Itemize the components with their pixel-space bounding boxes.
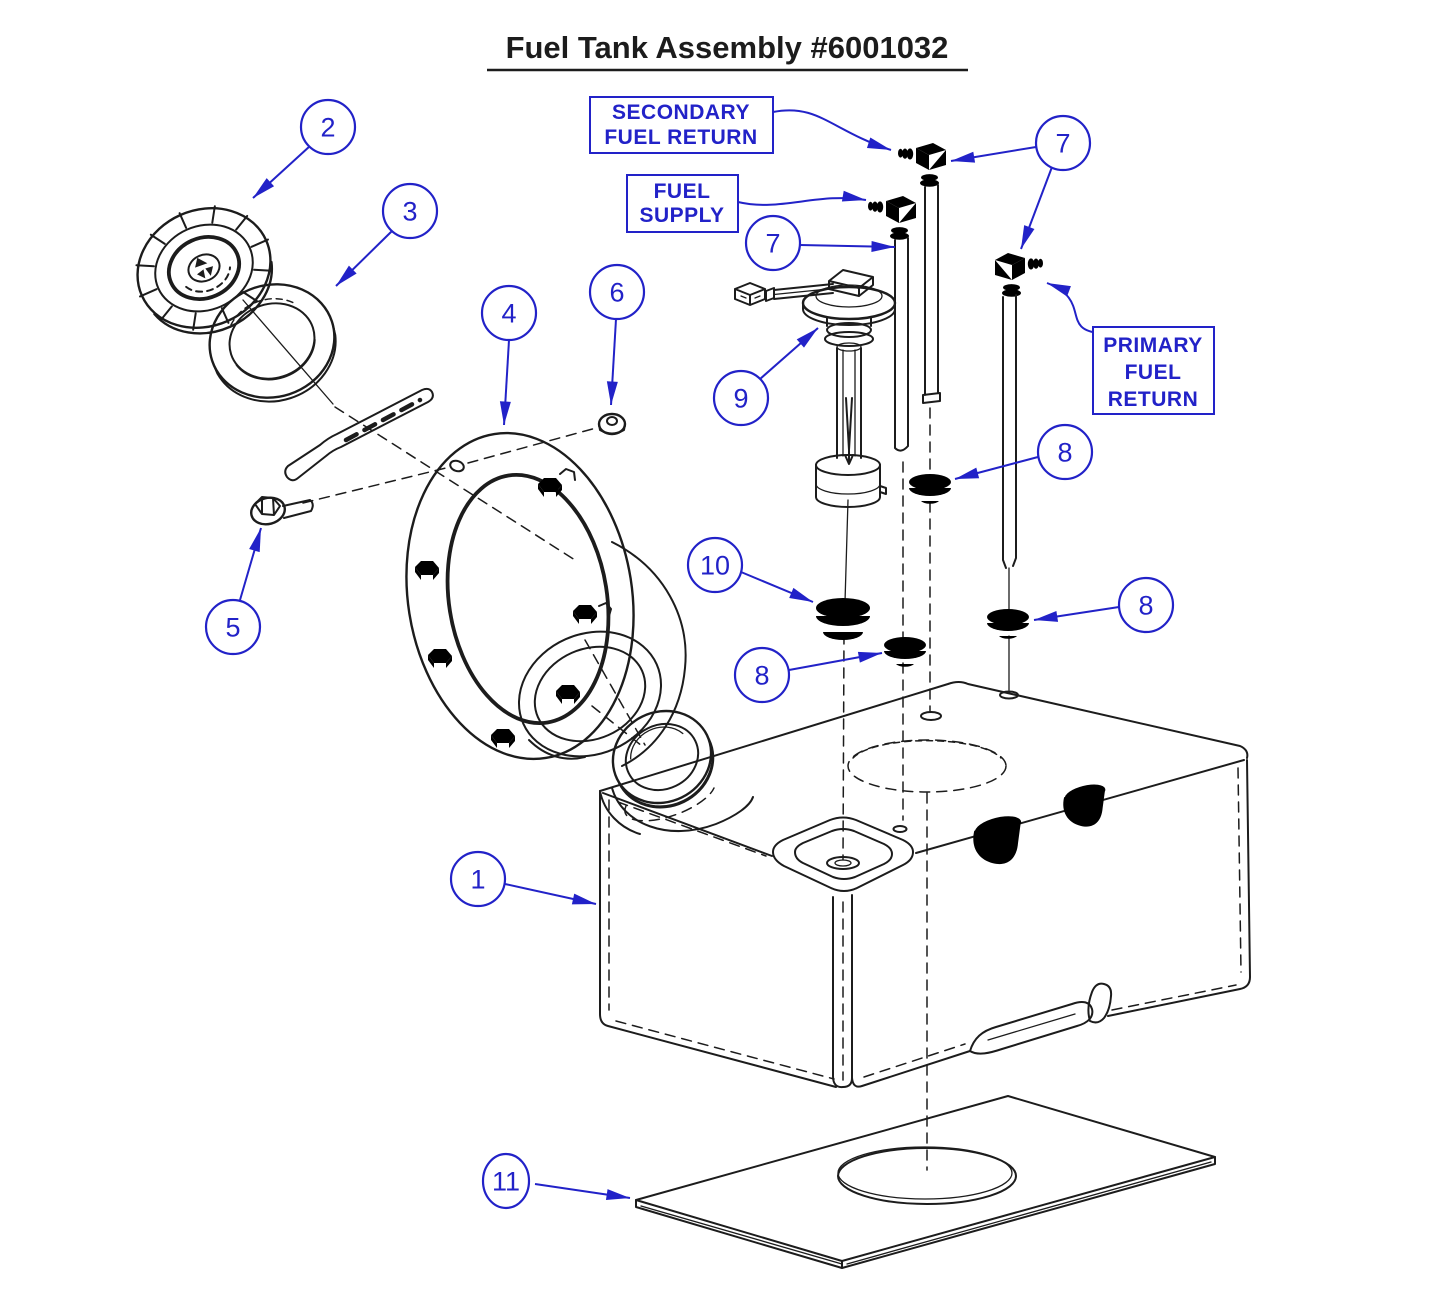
- callout-number-4: 4: [501, 299, 516, 329]
- callout-number-7-left: 7: [765, 229, 780, 259]
- callout-number-10: 10: [700, 551, 730, 581]
- callout-number-5: 5: [225, 613, 240, 643]
- fuel-sender-drawing: [734, 269, 897, 861]
- fuel-supply-line2: SUPPLY: [639, 204, 724, 227]
- cap-retainer-strap-drawing: [284, 387, 434, 482]
- callout-number-8-right: 8: [1138, 591, 1153, 621]
- callout-number-2: 2: [320, 113, 335, 143]
- leader-callout-11: [534, 1183, 631, 1201]
- leader-callout-6: [606, 318, 618, 406]
- callout-bubble-10: 10: [686, 536, 744, 594]
- leader-lines: [239, 109, 1120, 1201]
- callout-number-6: 6: [609, 278, 624, 308]
- leader-callout-7-right-b: [1020, 166, 1053, 250]
- callout-number-8-left: 8: [754, 661, 769, 691]
- leader-secondary-return-label: [772, 109, 892, 151]
- leader-callout-8-top: [954, 456, 1039, 480]
- leader-primary-return-label: [1046, 282, 1101, 334]
- callout-bubble-7-left: 7: [744, 214, 802, 272]
- leader-callout-10: [740, 571, 814, 603]
- callout-bubble-8-left: 8: [733, 646, 791, 704]
- leader-callout-8-left: [788, 651, 883, 671]
- callout-bubble-8-right: 8: [1117, 576, 1175, 634]
- grommet-supply-drawing: [884, 637, 926, 667]
- mounting-pad-drawing: [635, 1095, 1216, 1269]
- primary-return-line1: PRIMARY: [1103, 334, 1203, 357]
- primary-return-line3: RETURN: [1108, 388, 1199, 411]
- callout-bubble-3: 3: [381, 182, 439, 240]
- secondary-fuel-return-label: SECONDARY FUEL RETURN: [589, 96, 774, 154]
- callout-number-3: 3: [402, 197, 417, 227]
- fuel-cap-drawing: [135, 205, 274, 335]
- callout-number-7-right: 7: [1055, 129, 1070, 159]
- secondary-return-line2: FUEL RETURN: [604, 126, 757, 149]
- callout-number-9: 9: [733, 384, 748, 414]
- gasket-drawing: [208, 283, 337, 403]
- leader-callout-7-right-a: [950, 146, 1037, 163]
- nut-drawing: [597, 412, 627, 436]
- leader-callout-2: [252, 145, 311, 199]
- callout-number-1: 1: [470, 865, 485, 895]
- callout-bubble-4: 4: [480, 284, 538, 342]
- bushing-drawing: [816, 598, 870, 640]
- secondary-return-line1: SECONDARY: [612, 101, 750, 124]
- callout-bubble-2: 2: [299, 98, 357, 156]
- callout-bubble-11: 11: [481, 1152, 531, 1210]
- primary-return-tube-drawing: [995, 253, 1043, 691]
- callout-bubbles: 2 3 4 6 7 7 9 8: [204, 98, 1175, 1210]
- assembly-axis-line: [242, 299, 646, 746]
- fuel-supply-line1: FUEL: [654, 180, 711, 203]
- callout-bubble-5: 5: [204, 598, 262, 656]
- callout-bubble-1: 1: [449, 850, 507, 908]
- leader-callout-1: [504, 883, 597, 905]
- leader-callout-7-left: [799, 241, 896, 253]
- leader-callout-9: [759, 327, 819, 380]
- bolt-drawing: [250, 427, 597, 526]
- flange-drawing: [405, 431, 687, 767]
- page-title: Fuel Tank Assembly #6001032: [506, 30, 949, 65]
- callout-bubble-6: 6: [588, 263, 646, 321]
- grommet-primary-drawing: [987, 609, 1029, 639]
- line-art-layer: [135, 143, 1251, 1269]
- leader-fuel-supply-label: [737, 190, 867, 206]
- leader-callout-5: [239, 527, 262, 601]
- fuel-tank-drawing: [591, 681, 1251, 1171]
- leader-callout-4: [499, 339, 511, 426]
- grommet-secondary-drawing: [909, 474, 951, 504]
- callout-number-8-top: 8: [1057, 438, 1072, 468]
- secondary-return-tube-drawing: [898, 143, 946, 713]
- callout-bubble-9: 9: [712, 369, 770, 427]
- primary-return-line2: FUEL: [1125, 361, 1182, 384]
- callout-bubble-7-right: 7: [1034, 114, 1092, 172]
- fuel-supply-label: FUEL SUPPLY: [626, 174, 739, 233]
- callout-number-11: 11: [492, 1167, 520, 1197]
- callout-bubble-8-top: 8: [1036, 423, 1094, 481]
- leader-callout-8-right: [1033, 606, 1120, 622]
- leader-callout-3: [335, 230, 393, 287]
- primary-fuel-return-label: PRIMARY FUEL RETURN: [1092, 326, 1215, 415]
